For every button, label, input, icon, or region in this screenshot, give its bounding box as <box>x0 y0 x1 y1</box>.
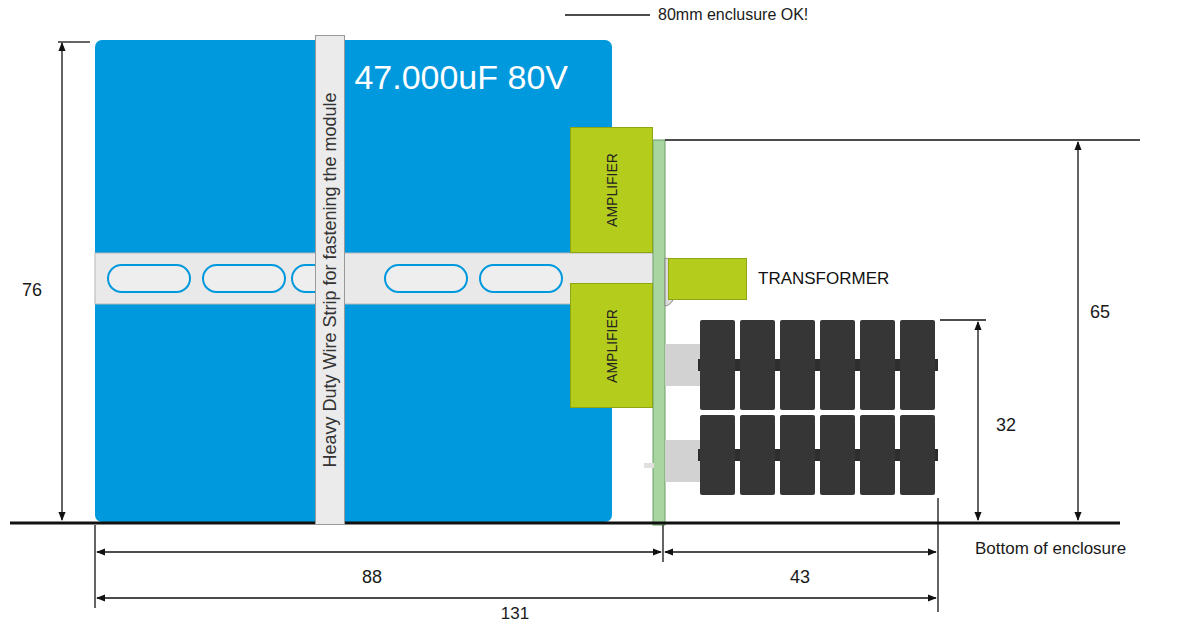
dimension-lines <box>58 15 1140 612</box>
heatsink-fin <box>820 415 855 495</box>
heatsink-fin <box>700 320 735 410</box>
heatsink-fin <box>860 320 895 410</box>
transformer: TRANSFORMER <box>668 258 747 300</box>
heatsink-fin <box>780 320 815 410</box>
note-label: 80mm enclusure OK! <box>658 6 808 24</box>
dimension-label: 131 <box>501 604 529 624</box>
capacitor: 47.000uF 80V Heavy Duty Wire Strip for fa… <box>95 40 612 522</box>
amplifier-module-label: AMPLIFIER <box>604 309 620 383</box>
dimension-label: 32 <box>996 415 1016 436</box>
wire-strip-label: Heavy Duty Wire Strip for fastening the … <box>320 92 341 467</box>
heatsink-mount <box>665 440 700 482</box>
amplifier-module: AMPLIFIER <box>570 127 653 253</box>
heatsink-fin <box>700 415 735 495</box>
transformer-label: TRANSFORMER <box>758 269 889 289</box>
dimension-label: 76 <box>22 280 42 301</box>
heatsink-fin <box>740 320 775 410</box>
heatsink <box>698 320 938 495</box>
dimension-label: 65 <box>1090 302 1110 323</box>
heatsink-mount <box>665 344 700 386</box>
capacitor-label: 47.000uF 80V <box>354 58 568 97</box>
heatsink-fin <box>900 320 935 410</box>
dimension-label: 88 <box>362 567 382 588</box>
note-label: Bottom of enclosure <box>975 539 1126 559</box>
enclosure-bottom <box>10 522 1120 525</box>
heatsink-fin <box>860 415 895 495</box>
dimension-label: 43 <box>790 567 810 588</box>
amplifier-module-label: AMPLIFIER <box>604 153 620 227</box>
wire-strip: Heavy Duty Wire Strip for fastening the … <box>315 35 345 525</box>
pcb-board <box>653 140 665 525</box>
heatsink-fin <box>740 415 775 495</box>
board-tab <box>644 463 654 468</box>
heatsink-fin <box>820 320 855 410</box>
heatsink-fin <box>900 415 935 495</box>
amplifier-module: AMPLIFIER <box>570 283 653 408</box>
heatsink-fin <box>780 415 815 495</box>
